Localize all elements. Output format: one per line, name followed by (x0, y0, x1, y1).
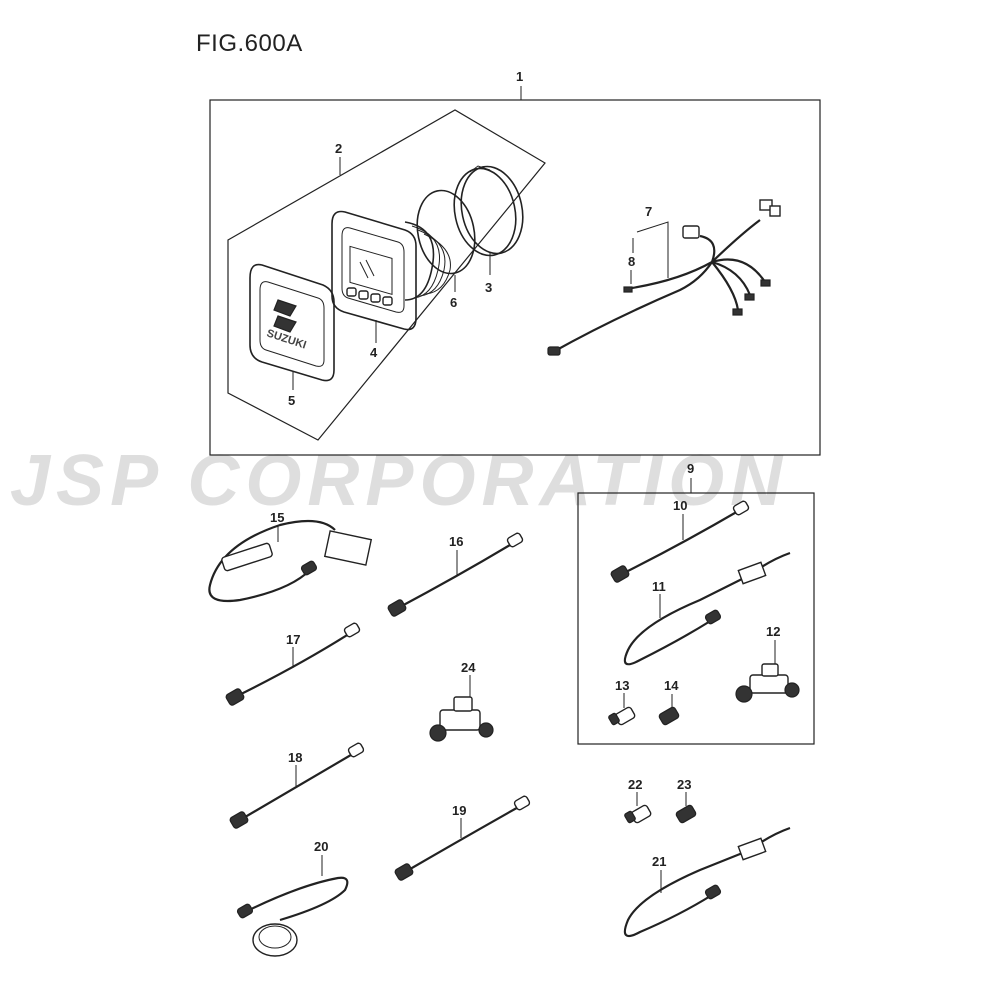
callout-8: 8 (628, 254, 635, 269)
callout-20: 20 (314, 839, 328, 854)
mounting-nut (453, 165, 524, 257)
callout-12: 12 (766, 624, 780, 639)
terminator-22 (624, 804, 652, 824)
callout-22: 22 (628, 777, 642, 792)
callout-7: 7 (645, 204, 652, 219)
terminator-13 (608, 706, 636, 726)
watermark: JSP CORPORATION (10, 441, 789, 521)
t-connector-12 (735, 663, 800, 703)
callout-14: 14 (664, 678, 679, 693)
o-ring (416, 189, 476, 275)
callout-16: 16 (449, 534, 463, 549)
network-kit-box (577, 492, 815, 745)
harness-15 (208, 519, 373, 603)
callout-3: 3 (485, 280, 492, 295)
callout-18: 18 (288, 750, 302, 765)
callout-17: 17 (286, 632, 300, 647)
callout-7-leader (636, 221, 669, 278)
callout-4: 4 (370, 345, 378, 360)
callout-10: 10 (673, 498, 687, 513)
callout-19: 19 (452, 803, 466, 818)
multifunction-gauge (331, 210, 451, 331)
bezel-cover: SUZUKI (249, 263, 335, 382)
drop-cable-18 (229, 742, 365, 829)
callout-11: 11 (652, 579, 666, 594)
callout-23: 23 (677, 777, 691, 792)
power-cable-11 (623, 551, 791, 666)
callout-1: 1 (516, 69, 523, 84)
callout-13: 13 (615, 678, 629, 693)
callout-2: 2 (335, 141, 342, 156)
backbone-cable-10 (610, 500, 750, 583)
drop-cable-19 (394, 795, 531, 881)
t-connector-24 (429, 696, 494, 742)
gauge-subassembly-box (227, 109, 546, 441)
terminator-23 (675, 804, 697, 824)
figure-title: FIG.600A (196, 30, 303, 57)
gauge-kit-group: 1 2 SUZUKI 5 (209, 69, 821, 456)
drop-cable-16 (387, 532, 524, 617)
callout-15: 15 (270, 510, 284, 525)
drop-cable-17 (225, 622, 361, 706)
network-kit-group: 9 10 11 (577, 461, 815, 745)
callout-6: 6 (450, 295, 457, 310)
callout-5: 5 (288, 393, 295, 408)
terminator-14 (658, 706, 680, 726)
callout-24: 24 (461, 660, 476, 675)
callout-21: 21 (652, 854, 666, 869)
sensor-20 (236, 876, 349, 957)
callout-9: 9 (687, 461, 694, 476)
gauge-kit-box (209, 99, 821, 456)
wire-harness (547, 199, 781, 356)
power-cable-21 (623, 826, 791, 938)
